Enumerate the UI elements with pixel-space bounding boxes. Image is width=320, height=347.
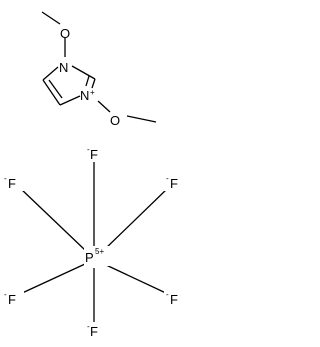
atom-f-lower-left: F	[8, 292, 16, 307]
atom-o2: O	[110, 113, 120, 128]
atom-n1: N	[59, 60, 68, 75]
imidazolium-cation: O N N + O	[41, 11, 157, 128]
bond-p-f-upper-left	[19, 187, 86, 251]
atom-f-upper-left: F	[8, 176, 16, 191]
atom-f-bottom: F	[90, 324, 98, 339]
chemical-structure-diagram: O N N + O P 5+ - F - F - F - F - F - F	[2, 11, 184, 339]
hexafluorophosphate-anion: P 5+ - F - F - F - F - F - F	[2, 145, 184, 339]
bond-n3-o2	[97, 100, 111, 113]
charge-f-top: -	[87, 145, 90, 154]
atom-p: P	[85, 250, 94, 265]
atom-n3: N	[80, 88, 89, 103]
charge-p: 5+	[95, 247, 104, 256]
bond-p-f-lower-right	[103, 263, 169, 295]
bond-c2-n3-double	[85, 75, 90, 87]
charge-f-bottom: -	[87, 322, 90, 331]
atom-f-lower-right: F	[170, 292, 178, 307]
charge-n3: +	[90, 88, 95, 97]
charge-f-lower-right: -	[166, 290, 169, 299]
bond-n3-c4	[59, 95, 81, 106]
bond-c-o1	[41, 11, 61, 25]
bond-c5-n1	[42, 66, 59, 81]
charge-f-upper-right: -	[166, 174, 169, 183]
bond-o2-c	[126, 115, 157, 123]
bond-c4-c5	[42, 79, 61, 106]
atom-f-upper-right: F	[170, 176, 178, 191]
bond-n1-c2	[71, 65, 96, 80]
atom-o1: O	[60, 26, 70, 41]
bond-c4-c5-double	[48, 79, 63, 99]
bond-c2-n3	[91, 78, 96, 89]
bond-p-f-upper-right	[103, 187, 169, 251]
bond-p-f-lower-left	[19, 263, 86, 295]
atom-f-top: F	[90, 147, 98, 162]
charge-f-lower-left: -	[4, 290, 7, 299]
charge-f-upper-left: -	[4, 174, 7, 183]
